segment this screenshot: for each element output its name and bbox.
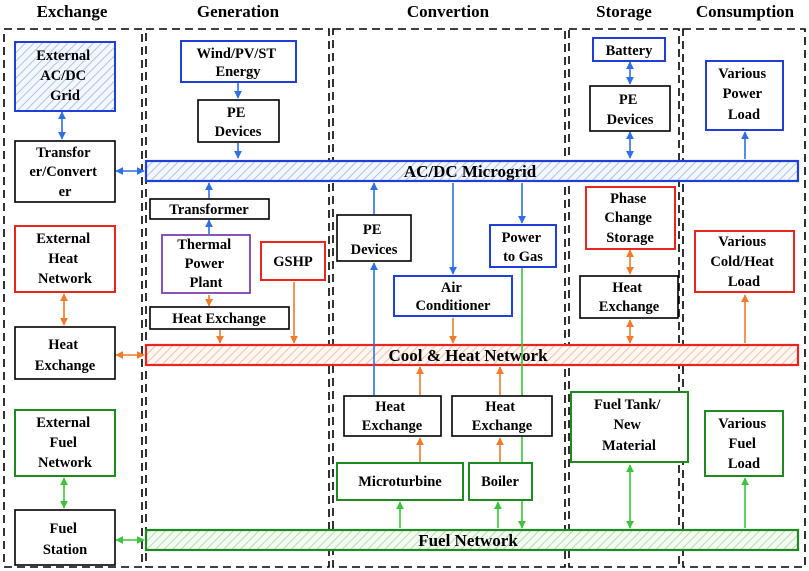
svg-text:Various Power Load: Various Power Load bbox=[718, 66, 769, 123]
node-wind-pv-st-energy: Wind/PV/ST Energy bbox=[180, 40, 297, 83]
node-pe-devices-generation: PE Devices bbox=[197, 99, 280, 143]
svg-text:Fuel Network: Fuel Network bbox=[418, 531, 518, 550]
column-header-exchange: Exchange bbox=[37, 2, 108, 21]
node-external-fuel-network: External Fuel Network bbox=[14, 409, 116, 477]
svg-text:Battery: Battery bbox=[606, 43, 653, 59]
node-heat-exchange-left: Heat Exchange bbox=[14, 326, 116, 380]
node-pe-devices-storage: PE Devices bbox=[589, 85, 671, 132]
svg-text:Boiler: Boiler bbox=[481, 474, 519, 490]
svg-text:PE Devices: PE Devices bbox=[351, 222, 398, 258]
generation-column-frame bbox=[145, 28, 330, 568]
svg-text:Transformer: Transformer bbox=[169, 202, 249, 218]
node-heat-exchange-convertion-2: Heat Exchange bbox=[451, 395, 553, 437]
cool-heat-network-bus: Cool & Heat Network bbox=[144, 343, 800, 367]
svg-text:Air Conditioner: Air Conditioner bbox=[416, 280, 491, 314]
svg-text:Fuel Tank/ New Mat: Fuel Tank/ New Material bbox=[594, 397, 664, 454]
column-frames bbox=[3, 28, 806, 568]
fuel-network-bus: Fuel Network bbox=[144, 528, 800, 552]
svg-text:Phase Change Stora: Phase Change Storage bbox=[604, 191, 655, 246]
node-transformer-converter: Transfor er/Convert er bbox=[14, 140, 116, 203]
node-battery: Battery bbox=[592, 37, 666, 62]
node-boiler: Boiler bbox=[468, 462, 533, 501]
column-header-consumption: Consumption bbox=[696, 2, 795, 21]
svg-text:External Fuel Netw: External Fuel Network bbox=[36, 415, 94, 471]
svg-text:Heat Exchange: Heat Exchange bbox=[472, 399, 533, 434]
svg-text:PE Devices: PE Devices bbox=[607, 92, 654, 128]
svg-text:Various Cold/Heat: Various Cold/Heat Load bbox=[710, 234, 777, 290]
node-gshp: GSHP bbox=[260, 241, 326, 281]
svg-text:External AC/DC Gri: External AC/DC Grid bbox=[36, 48, 94, 104]
svg-text:Transfor er/Convert: Transfor er/Convert er bbox=[29, 145, 100, 200]
svg-text:Heat Exchange: Heat Exchange bbox=[172, 311, 266, 327]
acdc-microgrid-bus: AC/DC Microgrid bbox=[144, 159, 800, 183]
svg-text:Wind/PV/ST Energy: Wind/PV/ST Energy bbox=[197, 46, 280, 80]
node-heat-exchange-generation: Heat Exchange bbox=[149, 306, 290, 330]
node-heat-exchange-convertion-1: Heat Exchange bbox=[343, 395, 442, 437]
convertion-column-frame bbox=[332, 28, 566, 568]
svg-text:GSHP: GSHP bbox=[273, 254, 313, 270]
node-power-to-gas: Power to Gas bbox=[489, 224, 557, 268]
node-external-heat-network: External Heat Network bbox=[14, 225, 116, 293]
node-fuel-tank-new-material: Fuel Tank/ New Material bbox=[570, 391, 689, 463]
svg-text:Power to Gas: Power to Gas bbox=[502, 230, 545, 265]
electric-arrows bbox=[58, 61, 749, 395]
node-heat-exchange-storage: Heat Exchange bbox=[579, 275, 679, 319]
node-fuel-station: Fuel Station bbox=[14, 509, 116, 566]
node-transformer: Transformer bbox=[149, 198, 270, 220]
svg-text:External Heat Netw: External Heat Network bbox=[36, 231, 94, 287]
node-phase-change-storage: Phase Change Storage bbox=[585, 186, 676, 250]
exchange-column-frame bbox=[3, 28, 143, 568]
svg-text:Various Fuel Load: Various Fuel Load bbox=[718, 416, 769, 472]
storage-column-frame bbox=[568, 28, 680, 568]
svg-text:Fuel Station: Fuel Station bbox=[43, 521, 87, 558]
column-header-convertion: Convertion bbox=[407, 2, 490, 21]
svg-text:Thermal Power Plan: Thermal Power Plant bbox=[177, 237, 235, 291]
node-microturbine: Microturbine bbox=[336, 462, 464, 501]
column-header-generation: Generation bbox=[197, 2, 280, 21]
svg-text:PE Devices: PE Devices bbox=[215, 105, 262, 140]
consumption-column-frame bbox=[682, 28, 806, 568]
node-air-conditioner: Air Conditioner bbox=[393, 275, 513, 317]
svg-text:Heat Exchange: Heat Exchange bbox=[35, 337, 96, 374]
svg-text:Heat Exchange: Heat Exchange bbox=[362, 399, 423, 434]
column-header-storage: Storage bbox=[596, 2, 652, 21]
node-pe-devices-convertion: PE Devices bbox=[336, 214, 412, 262]
node-various-fuel-load: Various Fuel Load bbox=[704, 410, 784, 477]
svg-text:Heat Exchange: Heat Exchange bbox=[599, 280, 660, 315]
node-external-acdc-grid: External AC/DC Grid bbox=[14, 41, 116, 112]
svg-text:Cool & Heat Network: Cool & Heat Network bbox=[388, 346, 548, 365]
node-various-power-load: Various Power Load bbox=[705, 60, 784, 131]
svg-text:Microturbine: Microturbine bbox=[358, 474, 442, 490]
heat-arrows bbox=[60, 249, 749, 462]
node-thermal-power-plant: Thermal Power Plant bbox=[161, 234, 251, 294]
svg-text:AC/DC Microgrid: AC/DC Microgrid bbox=[404, 162, 537, 181]
node-various-cold-heat-load: Various Cold/Heat Load bbox=[694, 230, 795, 293]
